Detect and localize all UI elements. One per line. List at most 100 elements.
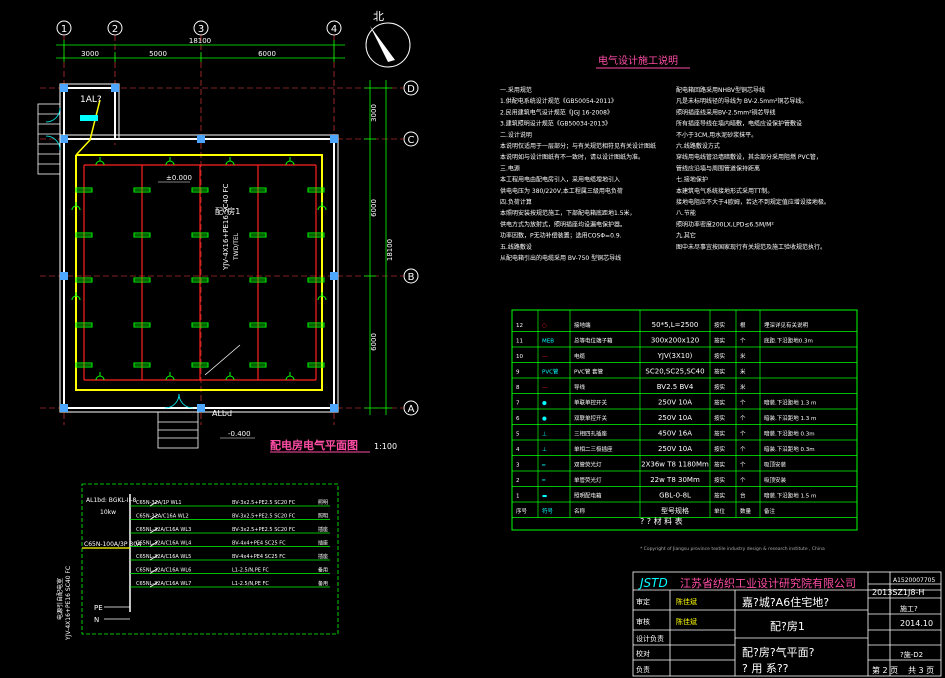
copyright-text: * Copyright of Jiangsu province textile … (640, 546, 825, 552)
branch-use: 照明 (318, 514, 328, 520)
fluorescent-light-icon (191, 362, 209, 368)
branch-breaker: C65NL-32A/C16A WL7 (136, 581, 191, 587)
notes-heading: 电气设计施工说明 (598, 54, 678, 67)
legend-cell: 5 (516, 432, 520, 438)
legend-cell: 按实 (714, 368, 726, 376)
legend-cell: 个 (740, 462, 746, 469)
single-line-schematic: YJV-4X16+PE16 SC40 FC 电源引自配电室 C65N-100A/… (56, 483, 339, 641)
role-label: 负责 (636, 665, 650, 674)
notes-left-line: 2.民用建筑电气设计规范《JGJ 16-2008》 (500, 108, 613, 116)
legend-cell: 个 (740, 415, 746, 422)
legend-cell: 250V 10A (658, 414, 692, 422)
socket-icon (285, 372, 295, 381)
branch-use: 插座 (318, 526, 328, 533)
legend-cell: 按实 (714, 352, 726, 360)
notes-left-line: 五.线路敷设 (500, 243, 532, 251)
legend-cell: 三相四孔插座 (574, 430, 608, 438)
role-label: 设计负责 (636, 634, 664, 643)
dim-top-2: 5000 (149, 50, 167, 58)
notes-left-line: 本照明安装按规范施工，下部配电箱底距地1.5米， (500, 209, 636, 217)
legend-cell: 数量 (740, 507, 752, 515)
fluorescent-light-icon (307, 362, 325, 368)
legend-cell: 250V 10A (658, 399, 692, 407)
legend-cell: 接地端 (574, 321, 591, 329)
fluorescent-light-icon (133, 277, 151, 283)
legend-cell: 8 (516, 385, 520, 391)
legend-cell: 米 (740, 383, 746, 391)
sheet-name: 配?房1 (770, 620, 805, 633)
title-block (632, 571, 942, 677)
socket-icon (95, 157, 105, 166)
axis-B-label: B (408, 272, 415, 283)
fluorescent-light-icon (249, 232, 267, 238)
north-arrow-icon: 北 (365, 10, 411, 68)
legend-cell: 按实 (714, 445, 726, 453)
level-top: ±0.000 (166, 174, 192, 182)
fluorescent-light-icon (307, 187, 325, 193)
branch-breaker: C65NL-32A/C16A WL3 (136, 527, 191, 533)
legend-cell: 单管荧光灯 (574, 476, 602, 484)
legend-cell: 米 (740, 352, 746, 360)
plan-scale: 1:100 (374, 442, 397, 451)
socket-icon (71, 202, 81, 211)
notes-left-column: 一.采用规范1.供配电系统设计规范《GB50054-2011》2.民用建筑电气设… (500, 86, 656, 262)
cable-label: YJV-4X16+PE16 SC40 FC (222, 183, 230, 271)
role-label: 审核 (636, 617, 650, 626)
legend-cell: 照明配电箱 (574, 492, 602, 500)
legend-cell: ○ (542, 323, 547, 329)
branch-breaker: C65N-32A/1P WL1 (136, 500, 182, 506)
dimension-right (364, 80, 392, 415)
dim-right-3: 6000 (370, 333, 378, 351)
fluorescent-light-icon (75, 187, 93, 193)
discipline: 施工? (900, 604, 918, 613)
legend-cell: 按实 (714, 399, 726, 407)
branch-cable: BV-4x4+PE4 SC25 FC (232, 541, 286, 547)
dim-top-1: 3000 (81, 50, 99, 58)
schematic-incoming: YJV-4X16+PE16 SC40 FC (65, 566, 72, 641)
legend-cell: PVC管 套管 (574, 368, 604, 376)
role-name: 陈佳斌 (676, 597, 697, 606)
fluorescent-light-icon (133, 187, 151, 193)
panel-label-2: ALbd (212, 409, 232, 418)
legend-cell: 按实 (714, 321, 726, 329)
legend-cell: 11 (516, 339, 523, 345)
legend-cell: 暗装.下沿距地 0.3m (764, 445, 815, 453)
legend-cell: ● (542, 416, 547, 422)
socket-icon (165, 372, 175, 381)
legend-cell: BV2.5 BV4 (657, 383, 694, 391)
project-name: 嘉?城?A6住宅地? (742, 595, 829, 609)
cable-leader (204, 344, 241, 376)
branch-cable: BV-3x2.5+PE2.5 SC20 FC (232, 514, 296, 520)
notes-left-line: 从配电箱引出的电缆采用 BV-750 型铜芯导线 (500, 254, 621, 262)
notes-right-line: 图中未尽事宜按国家现行有关规范及施工验收规范执行。 (676, 243, 826, 251)
legend-cell: 双管荧光灯 (574, 461, 602, 469)
legend-cell: 2X36w T8 1180Mm (641, 461, 709, 469)
notes-right-line: 九.其它 (676, 232, 696, 240)
legend-cell: 单相二三极插座 (574, 445, 613, 453)
notes-right-line: 八.节能 (676, 209, 696, 217)
legend-cell: 22w T8 30Mm (650, 476, 700, 484)
distribution-panel-icon (80, 115, 98, 121)
notes-right-line: 照明插座线采用BV-2.5mm²铜芯导线 (676, 108, 776, 116)
legend-cell: ⊥ (542, 447, 547, 453)
legend-cell: 300x200x120 (651, 337, 699, 345)
socket-icon (71, 292, 81, 301)
floor-plan: 1 2 3 4 D C B A (37, 10, 419, 453)
fluorescent-light-icon (191, 232, 209, 238)
legend-cell: 符号 (542, 507, 554, 515)
axis-1-label: 1 (61, 24, 67, 35)
socket-icon (165, 157, 175, 166)
notes-left-line: 本说明仅适用于一层部分；与有关规范相符见有关设计图纸 (500, 142, 656, 150)
legend-cell: 4 (516, 447, 520, 453)
legend-cell: 暗装.下沿距地 1.3 m (764, 399, 816, 407)
legend-cell: ═ (541, 463, 546, 469)
notes-left-line: 供电方式为放射式，照明插座均设漏电保护器。 (500, 220, 626, 228)
